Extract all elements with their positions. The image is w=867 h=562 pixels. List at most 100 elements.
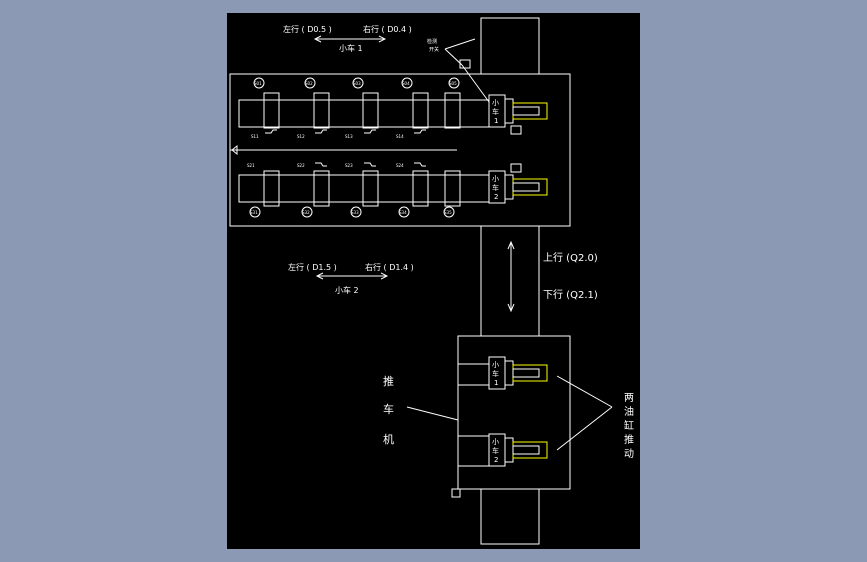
roller-l1	[263, 170, 280, 207]
station-bot-2: S32	[302, 210, 310, 215]
tick-u2	[315, 129, 327, 134]
car-hitch-top	[504, 98, 514, 124]
car-box-bottom-char-1: 小	[492, 174, 499, 183]
pusher-car-bottom-char-1: 小	[492, 437, 499, 446]
cylinder-leader-bottom	[556, 406, 613, 451]
sensor-circle-t4	[401, 77, 413, 89]
car-hitch-bottom	[504, 174, 514, 200]
pusher-box	[457, 335, 571, 490]
sensor-circle-b1	[249, 206, 261, 218]
car2-left-label: 左行 ( D1.5 )	[288, 262, 337, 272]
cylinder-char-3: 缸	[624, 419, 634, 432]
vertical-rail-bottom	[480, 488, 540, 545]
car1-arrow-left	[313, 35, 322, 43]
rod-lower-bottom	[512, 445, 540, 455]
pusher-car-top-char-1: 小	[492, 360, 499, 369]
roller-l4	[412, 170, 429, 207]
sensor-circle-b5	[443, 206, 455, 218]
car-box-bottom-char-2: 车	[492, 183, 499, 192]
roller-l5	[444, 170, 461, 207]
cad-drawing-area: 左行 ( D0.5 ) 右行 ( D0.4 ) 小车 1 左行 ( D1.5 )…	[227, 13, 640, 549]
sensor-to-car	[461, 64, 490, 103]
pusher-hitch-top	[504, 360, 514, 386]
sensor-circle-b4	[398, 206, 410, 218]
station-top-2: S02	[305, 81, 313, 86]
roller-u5	[444, 92, 461, 129]
car-box-top-char-1: 小	[492, 98, 499, 107]
switch-box-3	[451, 488, 461, 498]
cylinder-lower-top	[512, 364, 548, 382]
vertical-rail-middle	[480, 225, 540, 337]
sensor-leader-2	[444, 48, 463, 66]
rod-upper-top	[512, 106, 540, 116]
sensor-circle-b2	[301, 206, 313, 218]
pusher-car-top-char-2: 车	[492, 369, 499, 378]
station-lt-2: S22	[297, 163, 305, 168]
cylinder-upper-top	[512, 102, 548, 120]
roller-u3	[362, 92, 379, 129]
station-top-3: S03	[353, 81, 361, 86]
station-bot-5: S35	[444, 210, 452, 215]
pusher-car-bottom-char-2: 车	[492, 446, 499, 455]
station-ub-4: S14	[396, 134, 404, 139]
switch-box-2	[510, 163, 522, 173]
cylinder-char-5: 动	[624, 448, 634, 460]
station-lt-1: S21	[247, 163, 255, 168]
station-lt-3: S23	[345, 163, 353, 168]
tick-u4	[414, 129, 426, 134]
sensor-leader	[444, 38, 476, 50]
updown-arrow-bottom	[507, 303, 515, 313]
down-label: 下行 (Q2.1)	[543, 288, 598, 301]
station-top-4: S04	[402, 81, 410, 86]
roller-l3	[362, 170, 379, 207]
pusher-char-3: 机	[383, 432, 394, 446]
rod-lower-top	[512, 368, 540, 378]
process-diagram: 左行 ( D0.5 ) 右行 ( D0.4 ) 小车 1 左行 ( D1.5 )…	[229, 17, 634, 545]
pusher-car-bottom-char-3: 2	[494, 456, 498, 464]
cylinder-leader-top	[556, 375, 613, 408]
car-box-top-char-2: 车	[492, 107, 499, 116]
roller-u1	[263, 92, 280, 129]
roller-u2	[313, 92, 330, 129]
pusher-hitch-bottom	[504, 437, 514, 463]
car-box-top-char-3: 1	[494, 117, 498, 125]
cylinder-lower-bottom	[512, 441, 548, 459]
vertical-rail-top	[480, 17, 540, 75]
tick-l2	[364, 162, 376, 167]
station-ub-1: S11	[251, 134, 259, 139]
car2-arrow-right	[380, 272, 389, 280]
station-bot-3: S33	[351, 210, 359, 215]
sensor-circle-b3	[350, 206, 362, 218]
station-ub-2: S12	[297, 134, 305, 139]
up-label: 上行 (Q2.0)	[543, 251, 598, 264]
station-top-5: S05	[449, 81, 457, 86]
conveyor-lower	[238, 174, 490, 203]
tick-l3	[414, 162, 426, 167]
car-box-bottom-char-3: 2	[494, 193, 498, 201]
car1-arrow-right	[378, 35, 387, 43]
car2-right-label: 右行 ( D1.4 )	[365, 262, 414, 272]
station-top-1: S01	[254, 81, 262, 86]
station-lt-4: S24	[396, 163, 404, 168]
cylinder-char-1: 两	[624, 393, 634, 404]
pusher-char-2: 车	[383, 402, 394, 416]
sensor-circle-t1	[253, 77, 265, 89]
switch-box-4	[459, 59, 471, 69]
pusher-char-1: 推	[383, 374, 394, 388]
cylinder-char-2: 油	[624, 405, 634, 418]
sensor-note-2: 开关	[429, 46, 439, 53]
station-bot-4: S34	[399, 210, 407, 215]
roller-u4	[412, 92, 429, 129]
station-ub-3: S13	[345, 134, 353, 139]
tick-l1	[315, 162, 327, 167]
conveyor-upper	[238, 99, 490, 128]
tick-u1	[265, 129, 277, 134]
sensor-circle-t2	[304, 77, 316, 89]
sensor-circle-t3	[352, 77, 364, 89]
roller-l2	[313, 170, 330, 207]
car1-name-label: 小车 1	[339, 43, 363, 53]
switch-box-1	[510, 125, 522, 135]
car2-arrow-left	[315, 272, 324, 280]
cylinder-char-4: 推	[624, 433, 634, 446]
station-bot-1: S31	[250, 210, 258, 215]
